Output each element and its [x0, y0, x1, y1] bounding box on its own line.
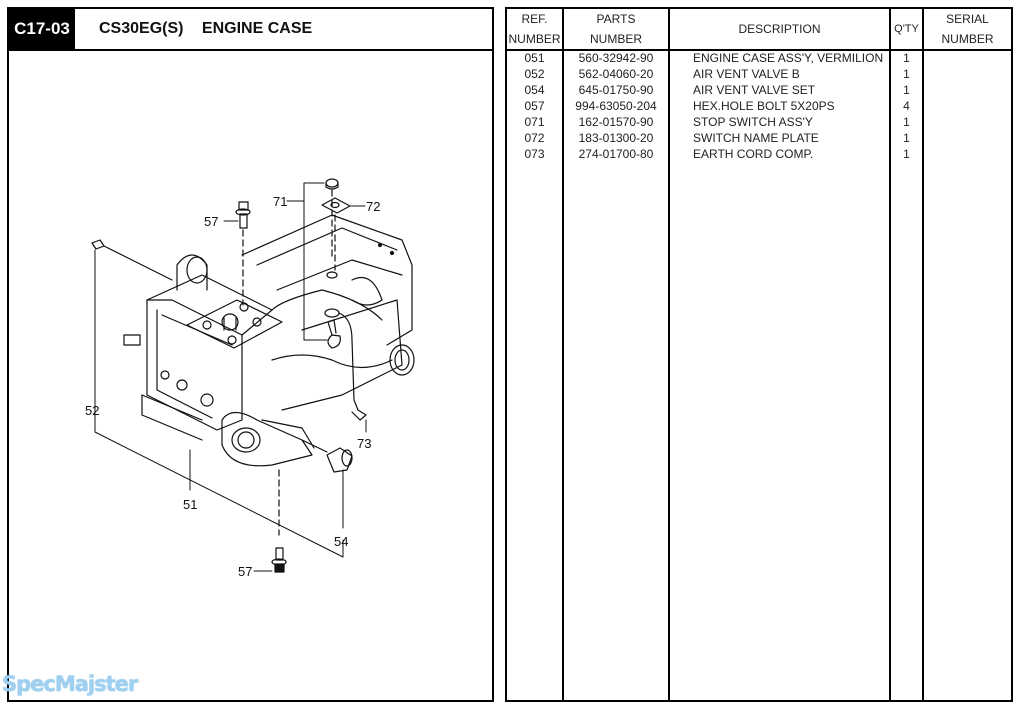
table-row: 071 162-01570-90 STOP SWITCH ASS'Y 1 — [507, 114, 1011, 130]
header-text: NUMBER — [941, 32, 994, 46]
diagram-panel: C17-03 CS30EG(S) ENGINE CASE — [7, 7, 494, 702]
model-name: CS30EG(S) — [99, 20, 184, 37]
header-description: DESCRIPTION — [738, 22, 821, 36]
header-ref-number: REF. NUMBER — [507, 9, 562, 49]
column-divider — [889, 9, 891, 700]
description-cell: SWITCH NAME PLATE — [693, 131, 819, 145]
column-divider — [668, 9, 670, 700]
qty-cell: 1 — [903, 115, 910, 129]
parts-table: REF. NUMBER PARTS NUMBER DESCRIPTION Q'T… — [505, 7, 1013, 702]
callout-72: 72 — [366, 199, 380, 214]
header-text: REF. — [521, 12, 548, 26]
qty-cell: 1 — [903, 83, 910, 97]
ref-cell: 071 — [524, 115, 545, 129]
header-text: SERIAL — [946, 12, 989, 26]
header-text: PARTS — [596, 12, 636, 26]
description-cell: AIR VENT VALVE B — [693, 67, 800, 81]
ref-cell: 052 — [524, 67, 545, 81]
section-title: ENGINE CASE — [201, 20, 313, 37]
part-number-cell: 994-63050-204 — [575, 99, 657, 113]
description-cell: HEX.HOLE BOLT 5X20PS — [693, 99, 835, 113]
part-number-cell: 562-04060-20 — [578, 67, 654, 81]
table-row: 057 994-63050-204 HEX.HOLE BOLT 5X20PS 4 — [507, 98, 1011, 114]
description-cell: AIR VENT VALVE SET — [693, 83, 816, 97]
description-cell: EARTH CORD COMP. — [693, 147, 814, 161]
engine-case-drawing — [123, 214, 415, 467]
part-57-bolt-top — [235, 201, 251, 306]
table-row: 052 562-04060-20 AIR VENT VALVE B 1 — [507, 66, 1011, 82]
column-divider — [922, 9, 924, 700]
part-71-stop-switch — [325, 178, 341, 349]
part-number-cell: 183-01300-20 — [578, 131, 654, 145]
part-57-bolt-bottom — [271, 469, 287, 573]
part-number-cell: 274-01700-80 — [578, 147, 654, 161]
table-row: 073 274-01700-80 EARTH CORD COMP. 1 — [507, 146, 1011, 162]
qty-cell: 1 — [903, 147, 910, 161]
ref-cell: 054 — [524, 83, 545, 97]
exploded-parts-diagram: 52 51 54 57 57 71 72 73 — [85, 178, 415, 579]
header-serial-number: SERIAL NUMBER — [924, 9, 1011, 49]
callout-57-top: 57 — [204, 214, 218, 229]
header-qty: Q'TY — [894, 23, 919, 35]
qty-cell: 1 — [903, 51, 910, 65]
title-bar: C17-03 CS30EG(S) ENGINE CASE — [9, 9, 492, 51]
part-number-cell: 162-01570-90 — [578, 115, 654, 129]
watermark-logo: SpecMajster — [2, 672, 138, 696]
qty-cell: 4 — [903, 99, 910, 113]
part-72-name-plate — [321, 197, 351, 279]
page-title: CS30EG(S) ENGINE CASE — [99, 9, 312, 49]
part-number-cell: 645-01750-90 — [578, 83, 654, 97]
part-54-valve — [301, 439, 353, 473]
table-row: 072 183-01300-20 SWITCH NAME PLATE 1 — [507, 130, 1011, 146]
callout-71: 71 — [273, 194, 287, 209]
header-parts-number: PARTS NUMBER — [564, 9, 668, 49]
callout-54: 54 — [334, 534, 348, 549]
column-divider — [562, 9, 564, 700]
description-cell: ENGINE CASE ASS'Y, VERMILION — [693, 51, 884, 65]
part-number-cell: 560-32942-90 — [578, 51, 654, 65]
callout-52: 52 — [85, 403, 99, 418]
part-73-earth-cord — [324, 308, 367, 421]
callout-73: 73 — [357, 436, 371, 451]
header-text: NUMBER — [589, 32, 642, 46]
ref-cell: 057 — [524, 99, 545, 113]
callout-57-bottom: 57 — [238, 564, 252, 579]
table-row: 051 560-32942-90 ENGINE CASE ASS'Y, VERMIL… — [507, 50, 1011, 66]
callout-51: 51 — [183, 497, 197, 512]
part-52-plug — [91, 239, 173, 281]
header-divider — [507, 49, 1011, 51]
ref-cell: 073 — [524, 147, 545, 161]
description-cell: STOP SWITCH ASS'Y — [693, 115, 813, 129]
qty-cell: 1 — [903, 131, 910, 145]
ref-cell: 051 — [524, 51, 545, 65]
qty-cell: 1 — [903, 67, 910, 81]
page-code: C17-03 — [9, 9, 75, 49]
ref-cell: 072 — [524, 131, 545, 145]
header-text: NUMBER — [508, 32, 561, 46]
table-row: 054 645-01750-90 AIR VENT VALVE SET 1 — [507, 82, 1011, 98]
leader-lines — [94, 182, 367, 572]
